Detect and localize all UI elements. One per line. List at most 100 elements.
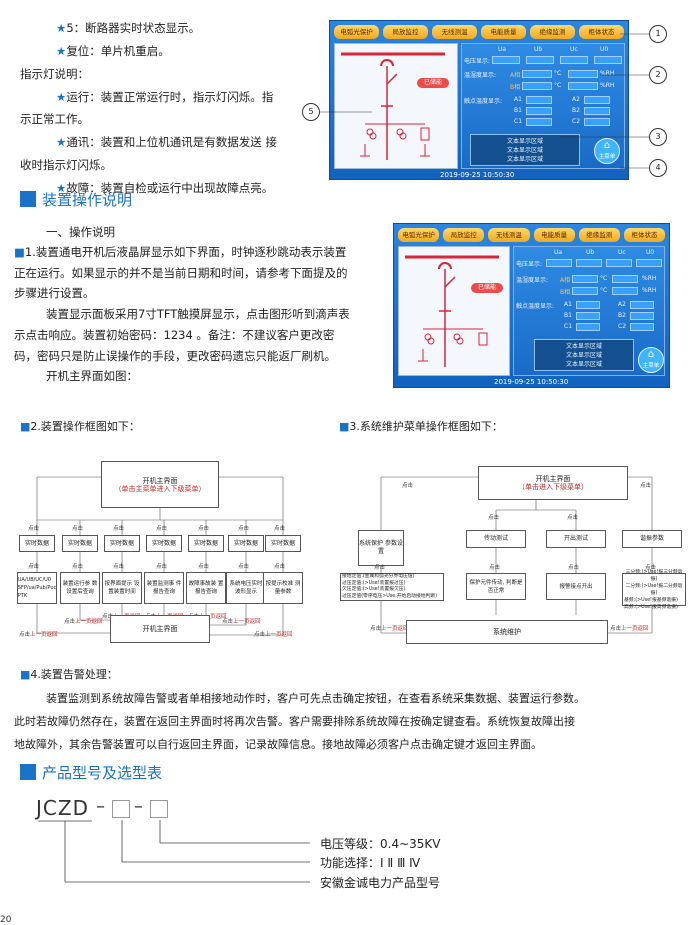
col-u0: U0 <box>600 46 609 53</box>
flow3-title: ■3.系统维护菜单操作框图如下： <box>339 420 503 433</box>
contact-a1-box <box>576 301 600 309</box>
flow2-click-8: 点击 <box>28 564 40 570</box>
section-title-operation: 装置操作说明 <box>20 190 132 210</box>
flow3-click-00: 点击 <box>640 483 652 489</box>
flow2-click-1: 点击 <box>28 526 40 532</box>
circuit-diagram-panel[interactable]: 已储能 <box>334 43 458 169</box>
contact-c2: C2 <box>572 118 581 125</box>
flow3-protection-params: 系统保护 参数设置 <box>358 530 404 566</box>
tab-cabinet-status[interactable]: 柜体状态 <box>579 25 624 39</box>
contact-a1-box <box>526 96 552 104</box>
rh-b-unit: %RH <box>600 82 615 89</box>
flow2-detail-2: 装置运行参 数设置后查询 <box>60 572 100 604</box>
temp-a-unit: °C <box>554 70 562 77</box>
contact-b2-box <box>584 107 610 115</box>
tab-arc-protection[interactable]: 电弧光保护 <box>398 228 440 242</box>
col-ub: Ub <box>534 46 543 53</box>
flow3-drive-test: 传动测试 <box>466 530 526 548</box>
home-menu-button[interactable]: ⌂主菜单 <box>638 347 664 373</box>
tab-wireless-temp[interactable]: 无线测温 <box>432 25 477 39</box>
flow2-title: ■2.装置操作框图如下： <box>20 420 140 433</box>
flow3-click-2: 点击 <box>567 515 579 521</box>
rh-a-box <box>612 275 638 283</box>
flow3-protection-detail: 接地定值:(金属和弧光分界电压值)过压定值:(>Use!装置报过压)欠压定值:(… <box>340 573 444 601</box>
temp-row-b: B相 <box>510 84 521 91</box>
ops-p1c: 步骤进行设置。 <box>14 286 95 300</box>
tab-wireless-temp[interactable]: 无线测温 <box>488 228 530 242</box>
intro-line-8: ★故障：装置自检或运行中出现故障点亮。 <box>56 181 274 195</box>
text-area-line: 文本显示区域 <box>565 361 602 368</box>
tab-partial-discharge[interactable]: 局放监控 <box>383 25 428 39</box>
temp-row-a: A相 <box>560 277 571 284</box>
flow2-realtime-5: 实时数据 <box>188 535 224 552</box>
ub-value-box <box>526 56 554 64</box>
data-panel: Ua Ub Uc U0 电压显示: 温湿度显示: A相 °C %RH B相 °C… <box>513 246 665 376</box>
text-area-line: 文本显示区域 <box>506 156 543 163</box>
temp-b-unit: °C <box>554 82 562 89</box>
flow2-back-7: 点击上一页返回 <box>254 632 293 638</box>
voltage-label: 电压显示: <box>516 261 543 268</box>
contact-b2: B2 <box>618 312 626 319</box>
col-ub: Ub <box>586 249 595 256</box>
u0-value-box <box>636 259 662 267</box>
data-panel: Ua Ub Uc U0 电压显示: 温湿度显示: A相 °C %RH B相 °C… <box>461 43 625 169</box>
ops-p0: 一、操作说明 <box>46 225 115 239</box>
callout-5: 5 <box>302 103 320 121</box>
flow2-detail-6: 系统电压实时 波形显示 <box>226 572 266 604</box>
tab-power-quality[interactable]: 电能质量 <box>481 25 526 39</box>
model-voltage-level: 电压等级：0.4~35KV <box>320 837 441 851</box>
datetime-display: 2019-09-25 10:50:30 <box>440 171 515 179</box>
rh-b-unit: %RH <box>642 287 657 294</box>
flow3-click-6: 点击 <box>645 565 657 571</box>
flow3-output-detail: 报警接点开出 <box>546 573 606 600</box>
ua-value-box <box>492 56 520 64</box>
model-function-select: 功能选择：Ⅰ Ⅱ Ⅲ Ⅳ <box>320 856 421 870</box>
text-area-line: 文本显示区域 <box>506 138 543 145</box>
intro-line-2: ★复位：单片机重启。 <box>56 44 170 58</box>
home-icon: ⌂ <box>603 140 611 151</box>
flow2-click-3: 点击 <box>113 526 125 532</box>
contact-a2-box <box>630 301 654 309</box>
contact-b2: B2 <box>572 107 580 114</box>
rh-b-box <box>612 287 638 295</box>
tab-partial-discharge[interactable]: 局放监控 <box>443 228 485 242</box>
alarm-p3: 地故障外，其余告警装置可以自行返回主界面，记录故障信息。接地故障必须客户点击确定… <box>14 738 542 751</box>
flow3-click-4: 点击 <box>489 565 501 571</box>
text-display-area: 文本显示区域 文本显示区域 文本显示区域 <box>534 339 634 371</box>
tab-arc-protection[interactable]: 电弧光保护 <box>334 25 379 39</box>
home-label: 主菜单 <box>598 154 616 160</box>
flow2-connectors <box>36 476 284 636</box>
u0-value-box <box>594 56 622 64</box>
callout-leaders <box>320 33 649 169</box>
ops-p2b: 示点击响应。装置初始密码：1234 。备注：不建议客户更改密 <box>14 328 335 342</box>
ops-p3: 开机主界面如图： <box>46 369 138 383</box>
flow3-main-menu: 开机主界面（单击进入下级菜单） <box>478 466 628 500</box>
section-marker <box>20 191 36 207</box>
contact-c1-box <box>526 118 552 126</box>
contact-b1: B1 <box>564 312 572 319</box>
tab-insulation[interactable]: 绝缘监测 <box>578 228 620 242</box>
ops-p2a: 装置显示面板采用7寸TFT触摸屏显示，点击图形听到滴声表 <box>46 307 350 321</box>
home-label: 主菜单 <box>642 363 660 369</box>
tab-power-quality[interactable]: 电能质量 <box>533 228 575 242</box>
tab-cabinet-status[interactable]: 柜体状态 <box>623 228 666 242</box>
flow3-drive-detail: 保护元件传动, 判断是否正常 <box>466 573 526 600</box>
screen-tab-bar: 电弧光保护 局放监控 无线测温 电能质量 绝缘监测 柜体状态 <box>398 228 666 242</box>
contact-c2-box <box>630 323 654 331</box>
text-area-line: 文本显示区域 <box>506 147 543 154</box>
tab-insulation[interactable]: 绝缘监测 <box>530 25 575 39</box>
circuit-diagram-panel[interactable]: 已储能 <box>398 246 510 376</box>
temp-b-box <box>522 82 552 90</box>
temp-a-box <box>522 70 552 78</box>
contact-a2: A2 <box>572 96 580 103</box>
flow3-click-1: 点击 <box>488 515 500 521</box>
contact-a2-box <box>584 96 610 104</box>
intro-line-5: 示正常工作。 <box>20 112 89 126</box>
flow2-main-menu: 开机主界面（单击主菜单进入下级菜单） <box>101 461 219 508</box>
home-menu-button[interactable]: ⌂ 主菜单 <box>594 138 620 164</box>
flow3-click-0: 点击 <box>402 483 414 489</box>
ua-value-box <box>546 259 572 267</box>
hmi-screen-boot: 电弧光保护 局放监控 无线测温 电能质量 绝缘监测 柜体状态 已储能 Ua Ub… <box>393 223 670 388</box>
model-code: JCZD <box>36 796 89 820</box>
flow2-back-4: 点击上一页返回 <box>64 619 103 625</box>
